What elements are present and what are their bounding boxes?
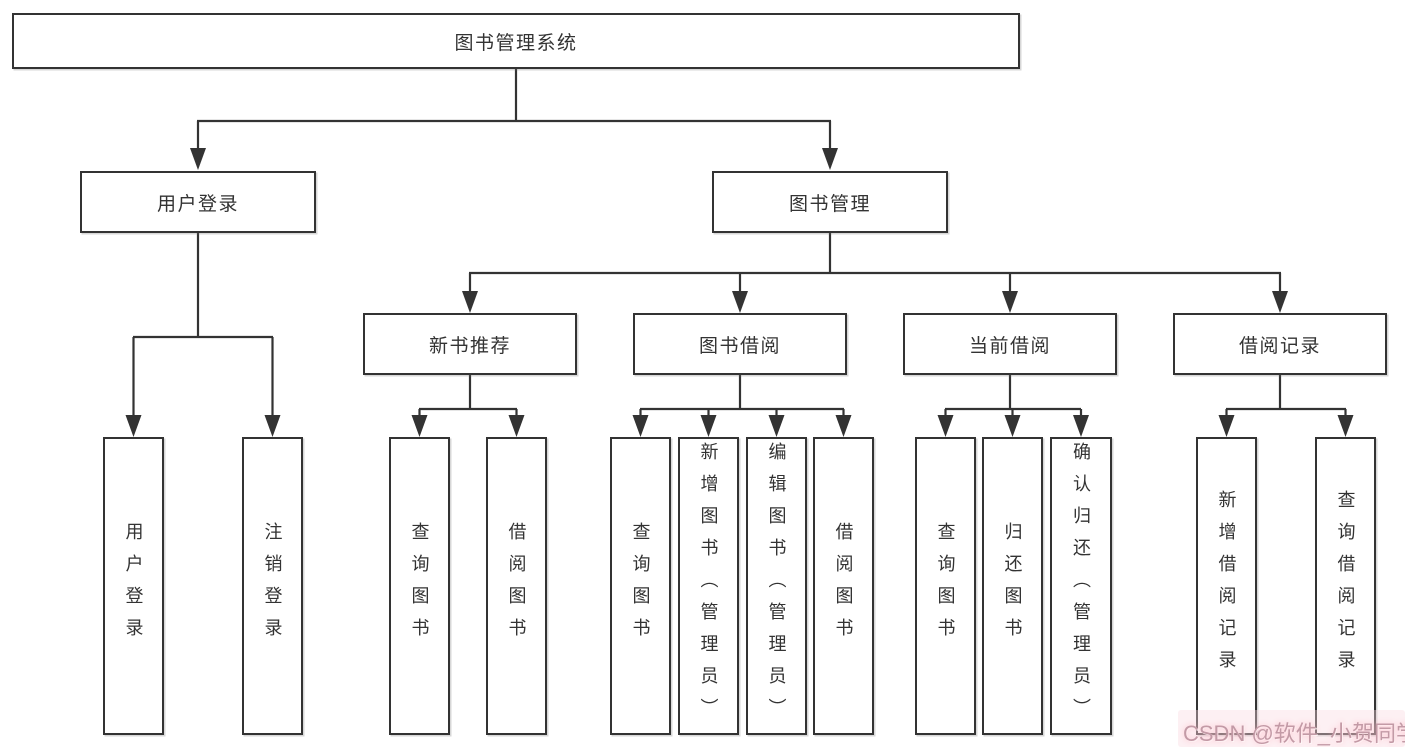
leaf-logout-label: 注销登录 [262,522,283,650]
arrowhead-icon [462,291,478,313]
node-new-book-recommend: 新书推荐 [363,313,577,375]
leaf-return-books: 归还图书 [982,437,1043,735]
node-book-borrowing-label: 图书借阅 [698,335,781,357]
arrowhead-icon [835,415,852,437]
arrowhead-icon [1272,291,1288,313]
arrowhead-icon [190,148,206,170]
leaf-borrow-books-recommend-label: 借阅图书 [506,522,527,650]
arrowhead-icon [1073,415,1089,437]
leaf-user-login: 用户登录 [103,437,164,735]
leaf-query-borrow-record-label: 查询借阅记录 [1335,490,1356,682]
arrowhead-icon [768,415,785,437]
leaf-query-books-borrow-label: 查询图书 [630,522,651,650]
leaf-query-books-current-label: 查询图书 [935,522,956,650]
node-book-management: 图书管理 [712,171,948,233]
node-borrowing-records: 借阅记录 [1173,313,1387,375]
leaf-add-books-admin: 新增图书（管理员） [678,437,739,735]
arrowhead-icon [1218,415,1235,437]
node-user-login-label: 用户登录 [156,193,239,215]
arrowhead-icon [125,415,142,437]
leaf-confirm-return-admin: 确认归还（管理员） [1050,437,1112,735]
leaf-borrow-books: 借阅图书 [813,437,874,735]
arrowhead-icon [937,415,954,437]
leaf-query-books-borrow: 查询图书 [610,437,671,735]
arrowhead-icon [632,415,649,437]
arrowhead-icon [1002,291,1018,313]
arrowhead-icon [1004,415,1021,437]
leaf-add-books-admin-label: 新增图书（管理员） [698,442,719,730]
leaf-return-books-label: 归还图书 [1002,522,1023,650]
leaf-edit-books-admin-label: 编辑图书（管理员） [766,442,787,730]
arrowhead-icon [411,415,428,437]
leaf-borrow-books-recommend: 借阅图书 [486,437,547,735]
leaf-borrow-books-label: 借阅图书 [833,522,854,650]
watermark: CSDN @软件_小贺同学 [1183,721,1405,746]
node-current-borrowing: 当前借阅 [903,313,1117,375]
node-book-borrowing: 图书借阅 [633,313,847,375]
leaf-logout: 注销登录 [242,437,303,735]
leaf-query-borrow-record: 查询借阅记录 [1315,437,1376,735]
leaf-add-borrow-record-label: 新增借阅记录 [1216,490,1237,682]
arrowhead-icon [732,291,748,313]
node-current-borrowing-label: 当前借阅 [968,335,1051,357]
arrowhead-icon [264,415,281,437]
leaf-query-books-recommend: 查询图书 [389,437,450,735]
arrowhead-icon [508,415,525,437]
watermark-tint [1178,710,1405,747]
leaf-query-books-recommend-label: 查询图书 [409,522,430,650]
node-library-system-label: 图书管理系统 [454,32,578,54]
node-user-login: 用户登录 [80,171,316,233]
arrowhead-icon [700,415,717,437]
leaf-add-borrow-record: 新增借阅记录 [1196,437,1257,735]
leaf-edit-books-admin: 编辑图书（管理员） [746,437,807,735]
node-new-book-recommend-label: 新书推荐 [428,335,511,357]
node-book-management-label: 图书管理 [788,193,871,215]
arrowhead-icon [1337,415,1354,437]
arrowhead-icon [822,148,838,170]
leaf-query-books-current: 查询图书 [915,437,976,735]
leaf-user-login-label: 用户登录 [123,522,144,650]
node-library-system: 图书管理系统 [12,13,1020,69]
leaf-confirm-return-admin-label: 确认归还（管理员） [1071,442,1091,730]
node-borrowing-records-label: 借阅记录 [1238,335,1321,357]
